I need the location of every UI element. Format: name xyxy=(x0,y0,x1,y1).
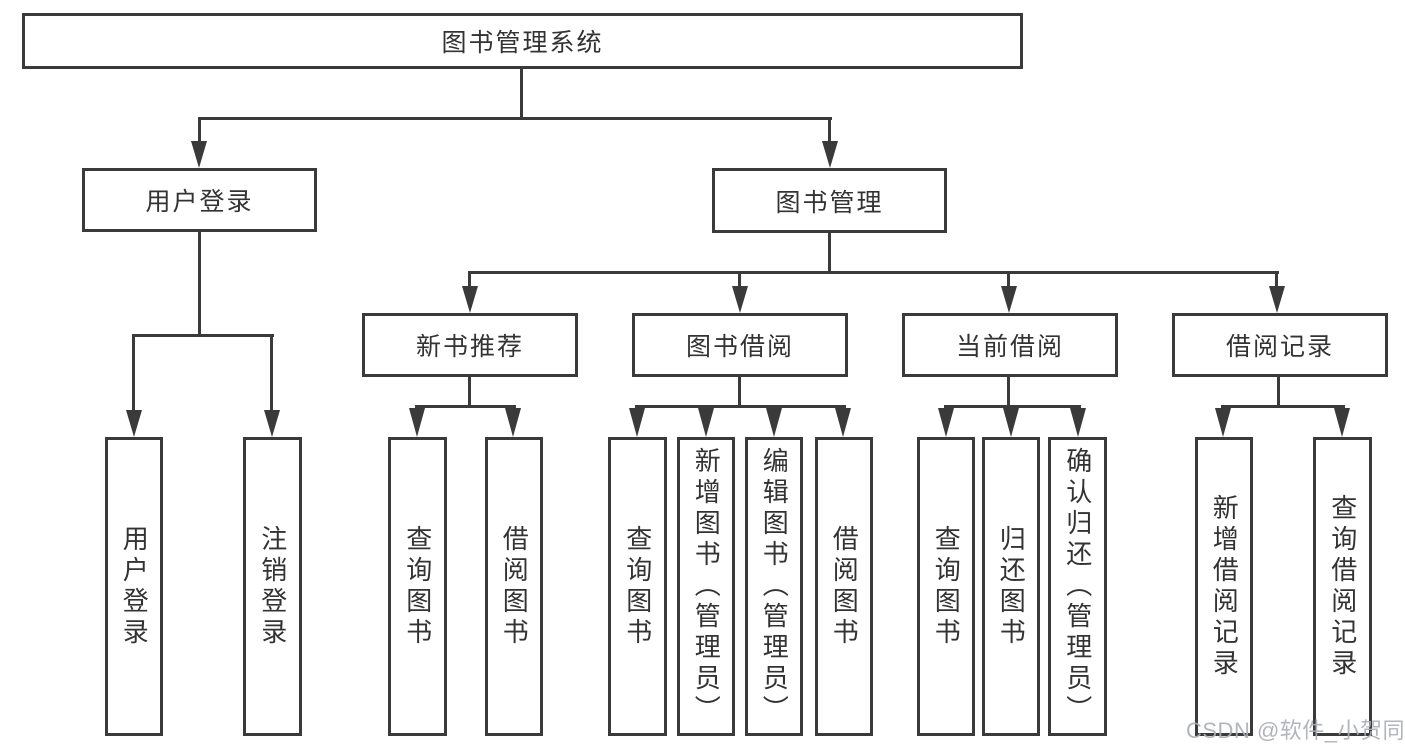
node-leaf-borrow-books-borrowing: 借阅图书 xyxy=(815,437,873,736)
arrow-down-icon xyxy=(505,408,521,437)
connector-stub-book-borrow xyxy=(738,271,741,289)
arrow-down-icon xyxy=(698,408,714,437)
arrow-down-icon xyxy=(1215,408,1231,437)
node-leaf-add-borrow-record: 新增借阅记录 xyxy=(1195,437,1253,736)
node-label: 用户登录 xyxy=(145,188,254,216)
node-leaf-user-login: 用户登录 xyxy=(105,437,163,736)
node-leaf-edit-books-admin: 编辑图书（管理员） xyxy=(745,437,803,736)
node-leaf-query-books-borrowing: 查询图书 xyxy=(608,437,667,736)
connector-level1-hline xyxy=(198,117,832,120)
node-leaf-query-borrow-record: 查询借阅记录 xyxy=(1313,437,1372,736)
node-leaf-borrow-books-recommend: 借阅图书 xyxy=(485,437,543,736)
connector-book-management-stem xyxy=(828,233,831,273)
arrow-down-icon xyxy=(1003,408,1019,437)
connector-stub-book-management xyxy=(828,117,831,145)
node-current-borrowing: 当前借阅 xyxy=(902,313,1118,377)
node-label: 图书管理系统 xyxy=(441,29,604,57)
node-label: 查询图书 xyxy=(402,524,433,649)
node-label: 图书借阅 xyxy=(685,333,794,361)
arrow-down-icon xyxy=(938,408,954,437)
arrow-down-icon xyxy=(822,141,838,168)
node-leaf-query-books-recommend: 查询图书 xyxy=(388,437,447,736)
arrow-down-icon xyxy=(462,286,478,313)
arrow-down-icon xyxy=(1070,408,1086,437)
connector-root-stem xyxy=(520,69,523,118)
node-label: 查询图书 xyxy=(622,524,653,649)
node-user-login: 用户登录 xyxy=(82,168,317,232)
node-new-book-recommendation: 新书推荐 xyxy=(362,313,578,377)
node-label: 查询借阅记录 xyxy=(1327,493,1358,680)
connector-borrow-records-stem xyxy=(1277,377,1280,407)
node-label: 借阅图书 xyxy=(829,524,860,649)
connector-new-book-hline xyxy=(415,405,516,408)
arrow-down-icon xyxy=(409,408,425,437)
connector-stub-login-leaf xyxy=(132,334,135,412)
connector-stub-current-borrow xyxy=(1007,271,1010,289)
node-label: 新增借阅记录 xyxy=(1209,493,1240,680)
arrow-down-icon xyxy=(1269,286,1285,313)
node-label: 查询图书 xyxy=(931,524,962,649)
arrow-down-icon xyxy=(835,408,851,437)
node-label: 图书管理 xyxy=(775,188,884,217)
node-book-borrowing: 图书借阅 xyxy=(632,313,848,377)
node-label: 当前借阅 xyxy=(955,333,1064,361)
node-label: 注销登录 xyxy=(257,524,288,649)
node-label: 归还图书 xyxy=(996,524,1027,649)
connector-new-book-stem xyxy=(468,377,471,407)
node-leaf-confirm-return-admin: 确认归还（管理员） xyxy=(1048,437,1107,736)
node-label: 借阅记录 xyxy=(1225,333,1334,361)
node-leaf-add-books-admin: 新增图书（管理员） xyxy=(677,437,735,736)
node-label: 编辑图书（管理员） xyxy=(759,447,790,726)
arrow-down-icon xyxy=(191,141,207,168)
node-label: 新增图书（管理员） xyxy=(691,447,722,726)
connector-current-borrow-hline xyxy=(944,405,1081,408)
arrow-down-icon xyxy=(264,410,280,437)
connector-book-borrow-stem xyxy=(738,377,741,407)
node-library-management-system: 图书管理系统 xyxy=(22,13,1023,69)
connector-level3-hline xyxy=(468,271,1279,274)
connector-stub-new-book xyxy=(468,271,471,289)
arrow-down-icon xyxy=(732,286,748,313)
connector-stub-borrow-records xyxy=(1275,271,1278,289)
node-label: 借阅图书 xyxy=(499,524,530,649)
arrow-down-icon xyxy=(1001,286,1017,313)
connector-current-borrow-stem xyxy=(1007,377,1010,407)
connector-book-borrow-hline xyxy=(635,405,846,408)
connector-borrow-records-hline xyxy=(1221,405,1345,408)
arrow-down-icon xyxy=(766,408,782,437)
node-leaf-query-books-current: 查询图书 xyxy=(917,437,975,736)
connector-stub-user-login xyxy=(198,117,201,145)
node-label: 用户登录 xyxy=(119,524,150,649)
node-borrowing-records: 借阅记录 xyxy=(1172,313,1388,377)
arrow-down-icon xyxy=(629,408,645,437)
node-leaf-return-books: 归还图书 xyxy=(982,437,1040,736)
arrow-down-icon xyxy=(1334,408,1350,437)
node-label: 新书推荐 xyxy=(415,333,524,361)
csdn-watermark: CSDN @软件_小贺同学 xyxy=(1186,718,1405,743)
node-leaf-logout: 注销登录 xyxy=(243,437,302,736)
arrow-down-icon xyxy=(126,410,142,437)
connector-user-login-hline xyxy=(132,334,274,337)
node-book-management: 图书管理 xyxy=(712,168,947,233)
node-label: 确认归还（管理员） xyxy=(1062,447,1093,726)
connector-stub-logout-leaf xyxy=(270,334,273,412)
connector-user-login-stem xyxy=(198,232,201,336)
